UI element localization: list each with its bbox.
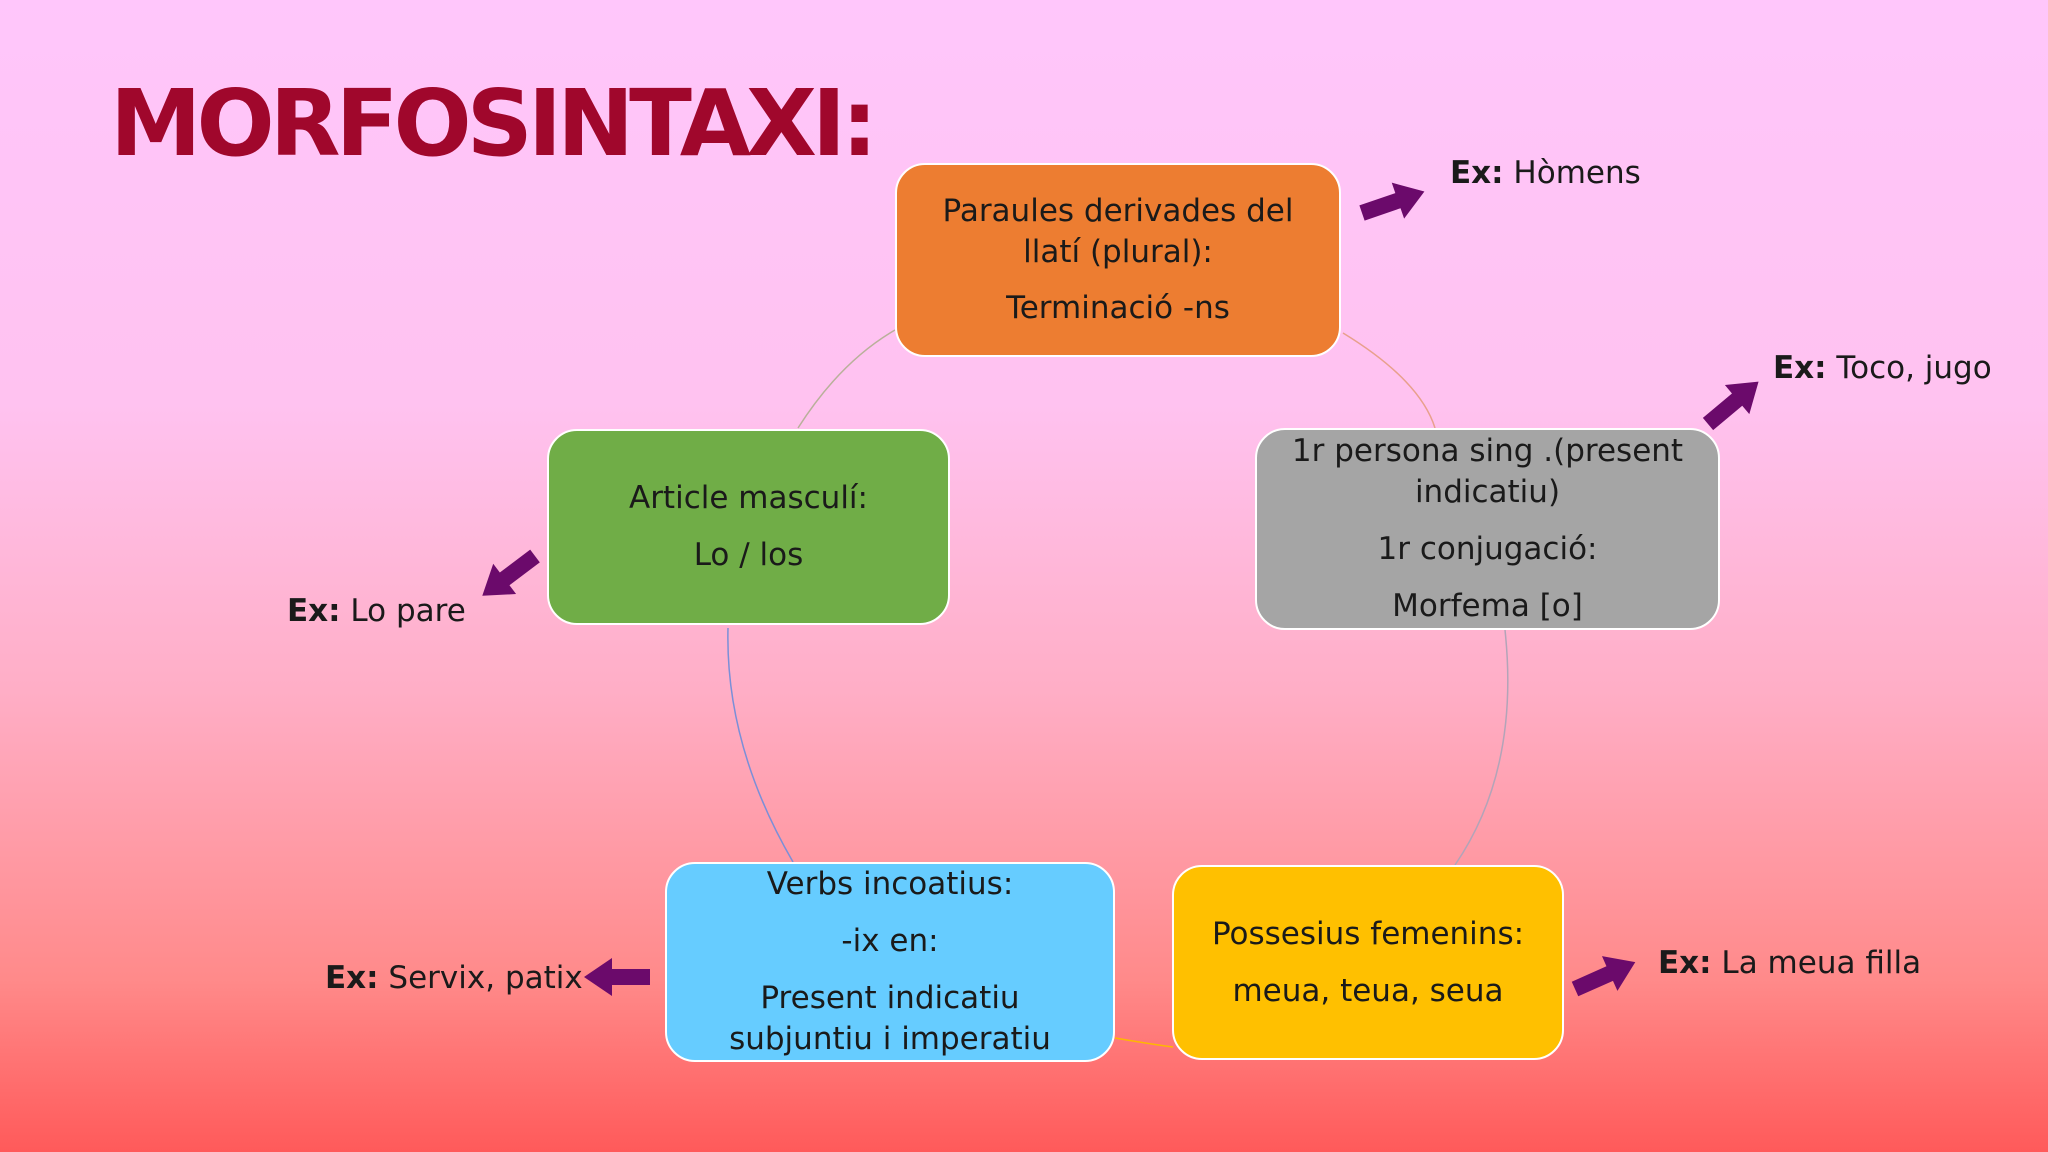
slide-title: MORFOSINTAXI: xyxy=(110,70,878,177)
connector-arc-bottom-right-bottom-left xyxy=(1114,1037,1174,1048)
arrow-bottom-right xyxy=(1571,956,1636,997)
node-first-person-line-1: 1r persona sing .(present indicatiu) xyxy=(1291,433,1684,511)
example-bottom-right-text: La meua filla xyxy=(1711,945,1922,981)
node-masculine-article-line-1: Article masculí: xyxy=(628,480,868,517)
node-plural-ns-line-2: Terminació -ns xyxy=(1006,290,1230,327)
node-inchoative-verbs: Verbs incoatius: -ix en: Present indicat… xyxy=(665,862,1115,1062)
node-inchoative-verbs-line-1: Verbs incoatius: xyxy=(766,866,1014,903)
example-top-label: Ex: xyxy=(1450,155,1504,191)
example-top-text: Hòmens xyxy=(1503,155,1641,191)
connector-arc-left-top xyxy=(797,329,896,429)
example-bottom-right: Ex: La meua filla xyxy=(1658,948,1921,979)
example-bottom-left: Ex: Servix, patix xyxy=(325,963,583,994)
node-inchoative-verbs-line-2: -ix en: xyxy=(841,923,939,960)
connector-arc-top-right xyxy=(1342,332,1436,429)
arrow-left xyxy=(482,549,540,596)
node-plural-ns: Paraules derivades del llatí (plural): T… xyxy=(895,163,1341,357)
node-first-person-line-3: Morfema [o] xyxy=(1392,587,1583,624)
example-left-label: Ex: xyxy=(287,593,341,629)
example-bottom-right-label: Ex: xyxy=(1658,945,1712,981)
connector-arc-bottom-left-left xyxy=(727,627,794,863)
connector-arc-right-bottom-right xyxy=(1454,629,1509,866)
node-possessives-line-2: meua, teua, seua xyxy=(1232,972,1504,1009)
node-masculine-article: Article masculí: Lo / los xyxy=(547,429,950,625)
node-plural-ns-line-1: Paraules derivades del llatí (plural): xyxy=(942,192,1294,270)
arrow-bottom-left xyxy=(584,958,650,996)
example-left-text: Lo pare xyxy=(340,593,466,629)
node-possessives-line-1: Possesius femenins: xyxy=(1211,915,1525,952)
example-bottom-left-label: Ex: xyxy=(325,960,379,996)
node-possessives: Possesius femenins: meua, teua, seua xyxy=(1172,865,1564,1060)
node-first-person: 1r persona sing .(present indicatiu) 1r … xyxy=(1255,428,1720,630)
arrow-top xyxy=(1359,182,1425,221)
example-right-label: Ex: xyxy=(1773,350,1827,386)
example-right: Ex: Toco, jugo xyxy=(1773,353,1992,384)
example-left: Ex: Lo pare xyxy=(287,596,466,627)
example-top: Ex: Hòmens xyxy=(1450,158,1641,189)
node-inchoative-verbs-line-3: Present indicatiu subjuntiu i imperatiu xyxy=(729,980,1051,1057)
arrow-right xyxy=(1702,381,1759,431)
node-first-person-line-2: 1r conjugació: xyxy=(1377,531,1598,567)
example-right-text: Toco, jugo xyxy=(1826,350,1992,386)
example-bottom-left-text: Servix, patix xyxy=(378,960,583,996)
node-masculine-article-line-2: Lo / los xyxy=(693,537,804,573)
